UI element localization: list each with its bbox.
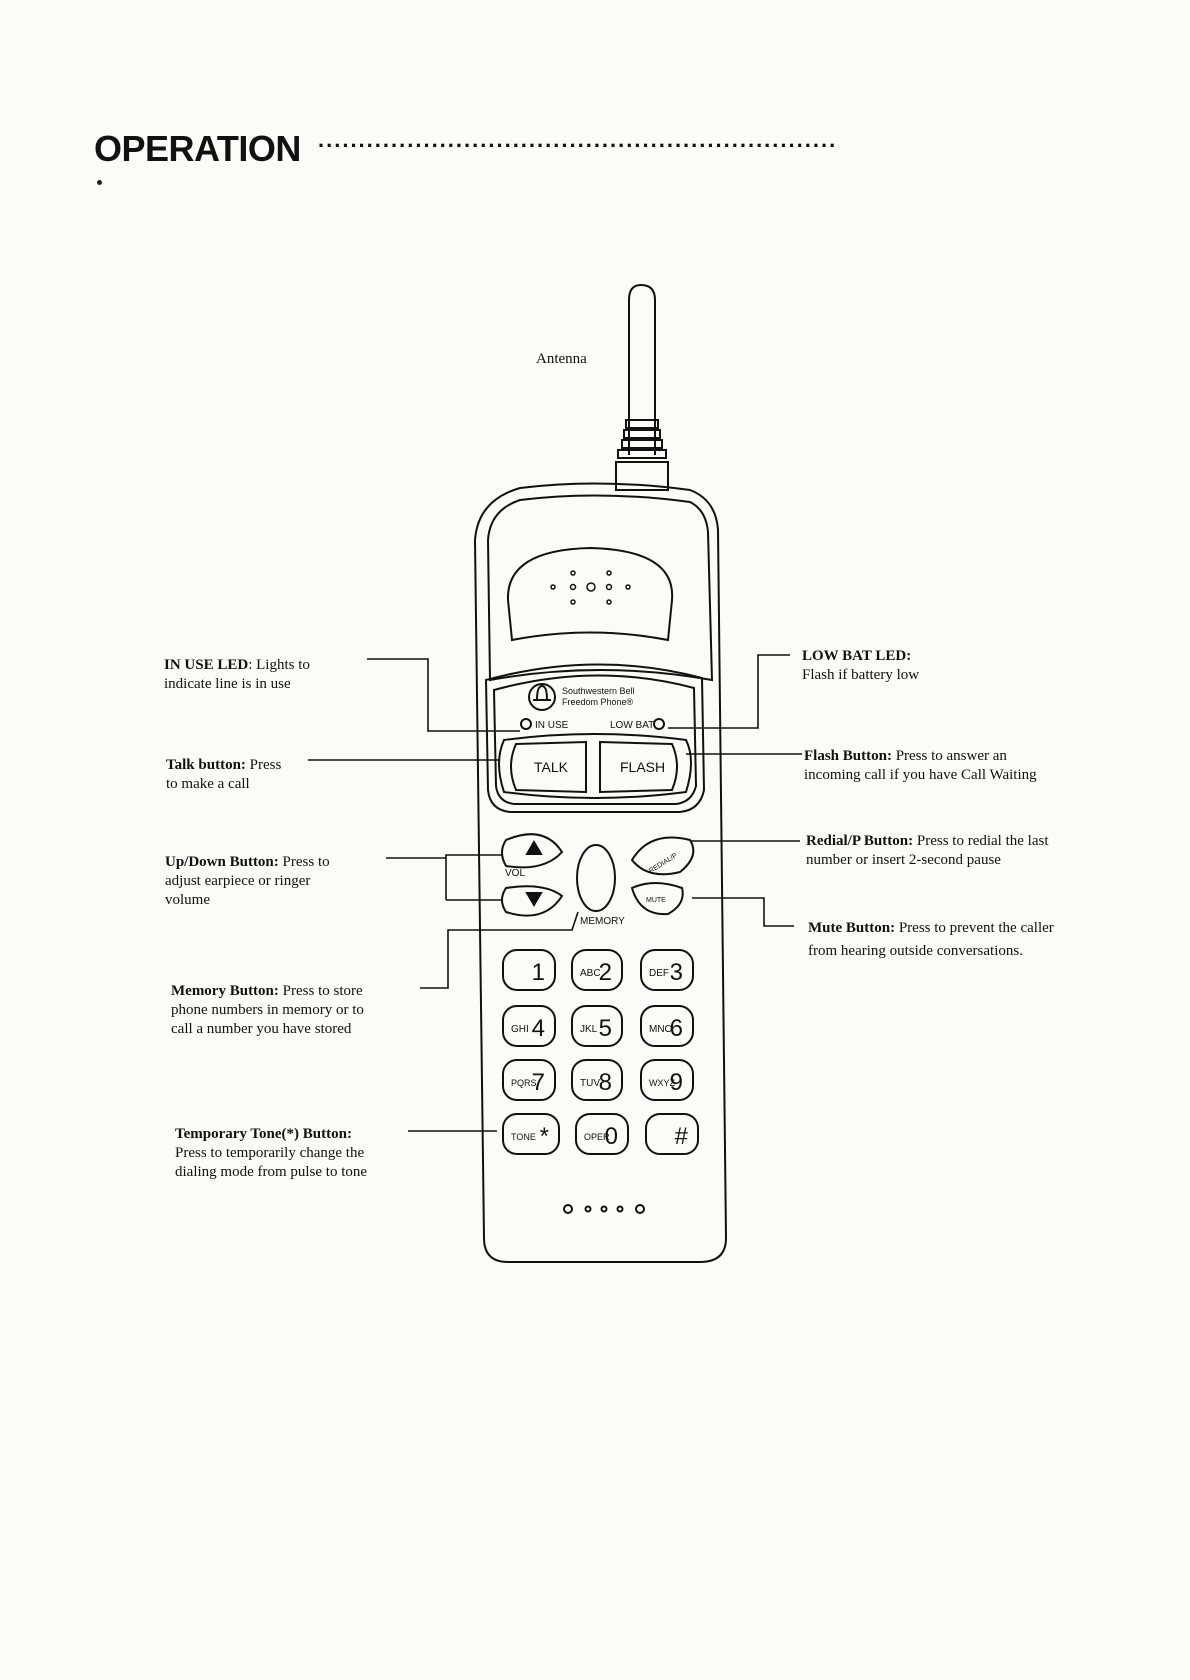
key-letters: JKL [580,1024,598,1035]
talk-flash-outer [498,733,692,799]
key-letters: TUV [580,1078,600,1089]
key-digit: 3 [670,959,683,986]
antenna-label: Antenna [536,351,587,367]
memory-button-callout: Memory Button: Press to store phone numb… [171,982,364,1039]
callout-title: Memory Button: [171,983,279,999]
tone-button-callout: Temporary Tone(*) Button: Press to tempo… [175,1125,367,1182]
redial-label: REDIAL/P [648,852,679,875]
key-digit: 8 [599,1069,612,1096]
updown-button-callout: Up/Down Button: Press to adjust earpiece… [165,853,330,910]
talk-button-callout: Talk button: Press to make a call [166,756,281,794]
mute-button-callout: Mute Button: Press to prevent the caller… [808,917,1054,963]
key-digit: 1 [532,959,545,986]
key-digit: # [675,1123,689,1150]
callout-title: Temporary Tone(*) Button: [175,1126,352,1142]
callout-text: : Lights to [248,657,310,673]
flash-button [599,740,678,794]
mute-label: MUTE [646,897,666,904]
low-bat-led [653,718,665,730]
antenna [615,283,669,491]
memory-button [576,844,616,912]
key-letters: MNO [649,1024,673,1035]
callout-text: incoming call if you have Call Waiting [804,767,1037,783]
microphone-holes [563,1204,645,1214]
callout-text: phone numbers in memory or to [171,1002,364,1018]
callout-text: Press to [278,854,330,870]
bullet-mark [97,180,102,185]
control-panel [484,663,706,813]
key-letters: WXYZ [649,1078,676,1088]
in-use-led [520,718,532,730]
callout-title: Redial/P Button: [806,833,914,849]
key-digit: 6 [670,1015,683,1042]
callout-text: Press to answer an [891,748,1007,764]
callout-text: Press to store [278,983,363,999]
vol-up-button [501,833,564,869]
mute-button [630,882,684,916]
callout-title: Up/Down Button: [165,854,279,870]
key-digit: 2 [599,959,612,986]
earpiece-holes [550,570,631,605]
callout-text: Press to redial the last [913,833,1049,849]
callout-title: LOW BAT LED: [802,648,912,664]
leader-lines [308,654,802,1132]
callout-text: from hearing outside conversations. [808,943,1023,959]
page-title: OPERATION [94,128,301,169]
key-digit: 4 [532,1015,545,1042]
redial-button [630,836,695,876]
callout-text: Press to prevent the caller [895,920,1054,936]
flash-label: FLASH [620,759,665,775]
key-digit: 5 [599,1015,612,1042]
key-letters: PQRS [511,1078,537,1088]
memory-label: MEMORY [580,916,625,927]
callout-text: Press [245,757,282,773]
callout-text: call a number you have stored [171,1021,352,1037]
callout-title: Flash Button: [804,748,892,764]
callout-text: dialing mode from pulse to tone [175,1164,368,1180]
handset-inner-outline [486,494,714,682]
talk-label: TALK [534,759,569,775]
in-use-label: IN USE [535,720,569,731]
low-bat-label: LOW BAT [610,720,654,731]
callout-text: indicate line is in use [164,676,291,692]
callout-text: volume [165,892,210,908]
callout-text: number or insert 2-second pause [806,852,1001,868]
heading-leader-dots: ........................................… [318,127,838,152]
callout-text: adjust earpiece or ringer [165,873,311,889]
redial-button-callout: Redial/P Button: Press to redial the las… [806,832,1049,870]
low-bat-led-callout: LOW BAT LED: Flash if battery low [802,647,919,685]
key-digit: * [540,1123,549,1150]
callout-title: Talk button: [166,757,246,773]
callout-title: Mute Button: [808,920,896,936]
callout-text: Press to temporarily change the [175,1145,365,1161]
key-digit: 7 [532,1069,545,1096]
vol-down-button [501,885,564,917]
in-use-led-callout: IN USE LED: Lights to indicate line is i… [164,656,310,694]
key-letters: TONE [511,1132,536,1142]
callout-title: IN USE LED [164,657,249,673]
key-letters: DEF [649,968,669,979]
callout-text: to make a call [166,776,250,792]
key-digit: 0 [605,1123,618,1150]
key-digit: 9 [670,1069,683,1096]
brand-line-1: Southwestern Bell [562,686,635,696]
key-letters: OPER [584,1132,610,1142]
key-letters: GHI [511,1024,529,1035]
vol-label: VOL [505,868,525,879]
key-letters: ABC [580,968,601,979]
keypad [502,949,699,1155]
callout-text: Flash if battery low [802,667,920,683]
handset-body [473,482,728,1263]
earpiece [506,546,674,642]
talk-button [510,740,587,794]
flash-button-callout: Flash Button: Press to answer an incomin… [804,747,1037,785]
brand-line-2: Freedom Phone® [562,697,634,707]
